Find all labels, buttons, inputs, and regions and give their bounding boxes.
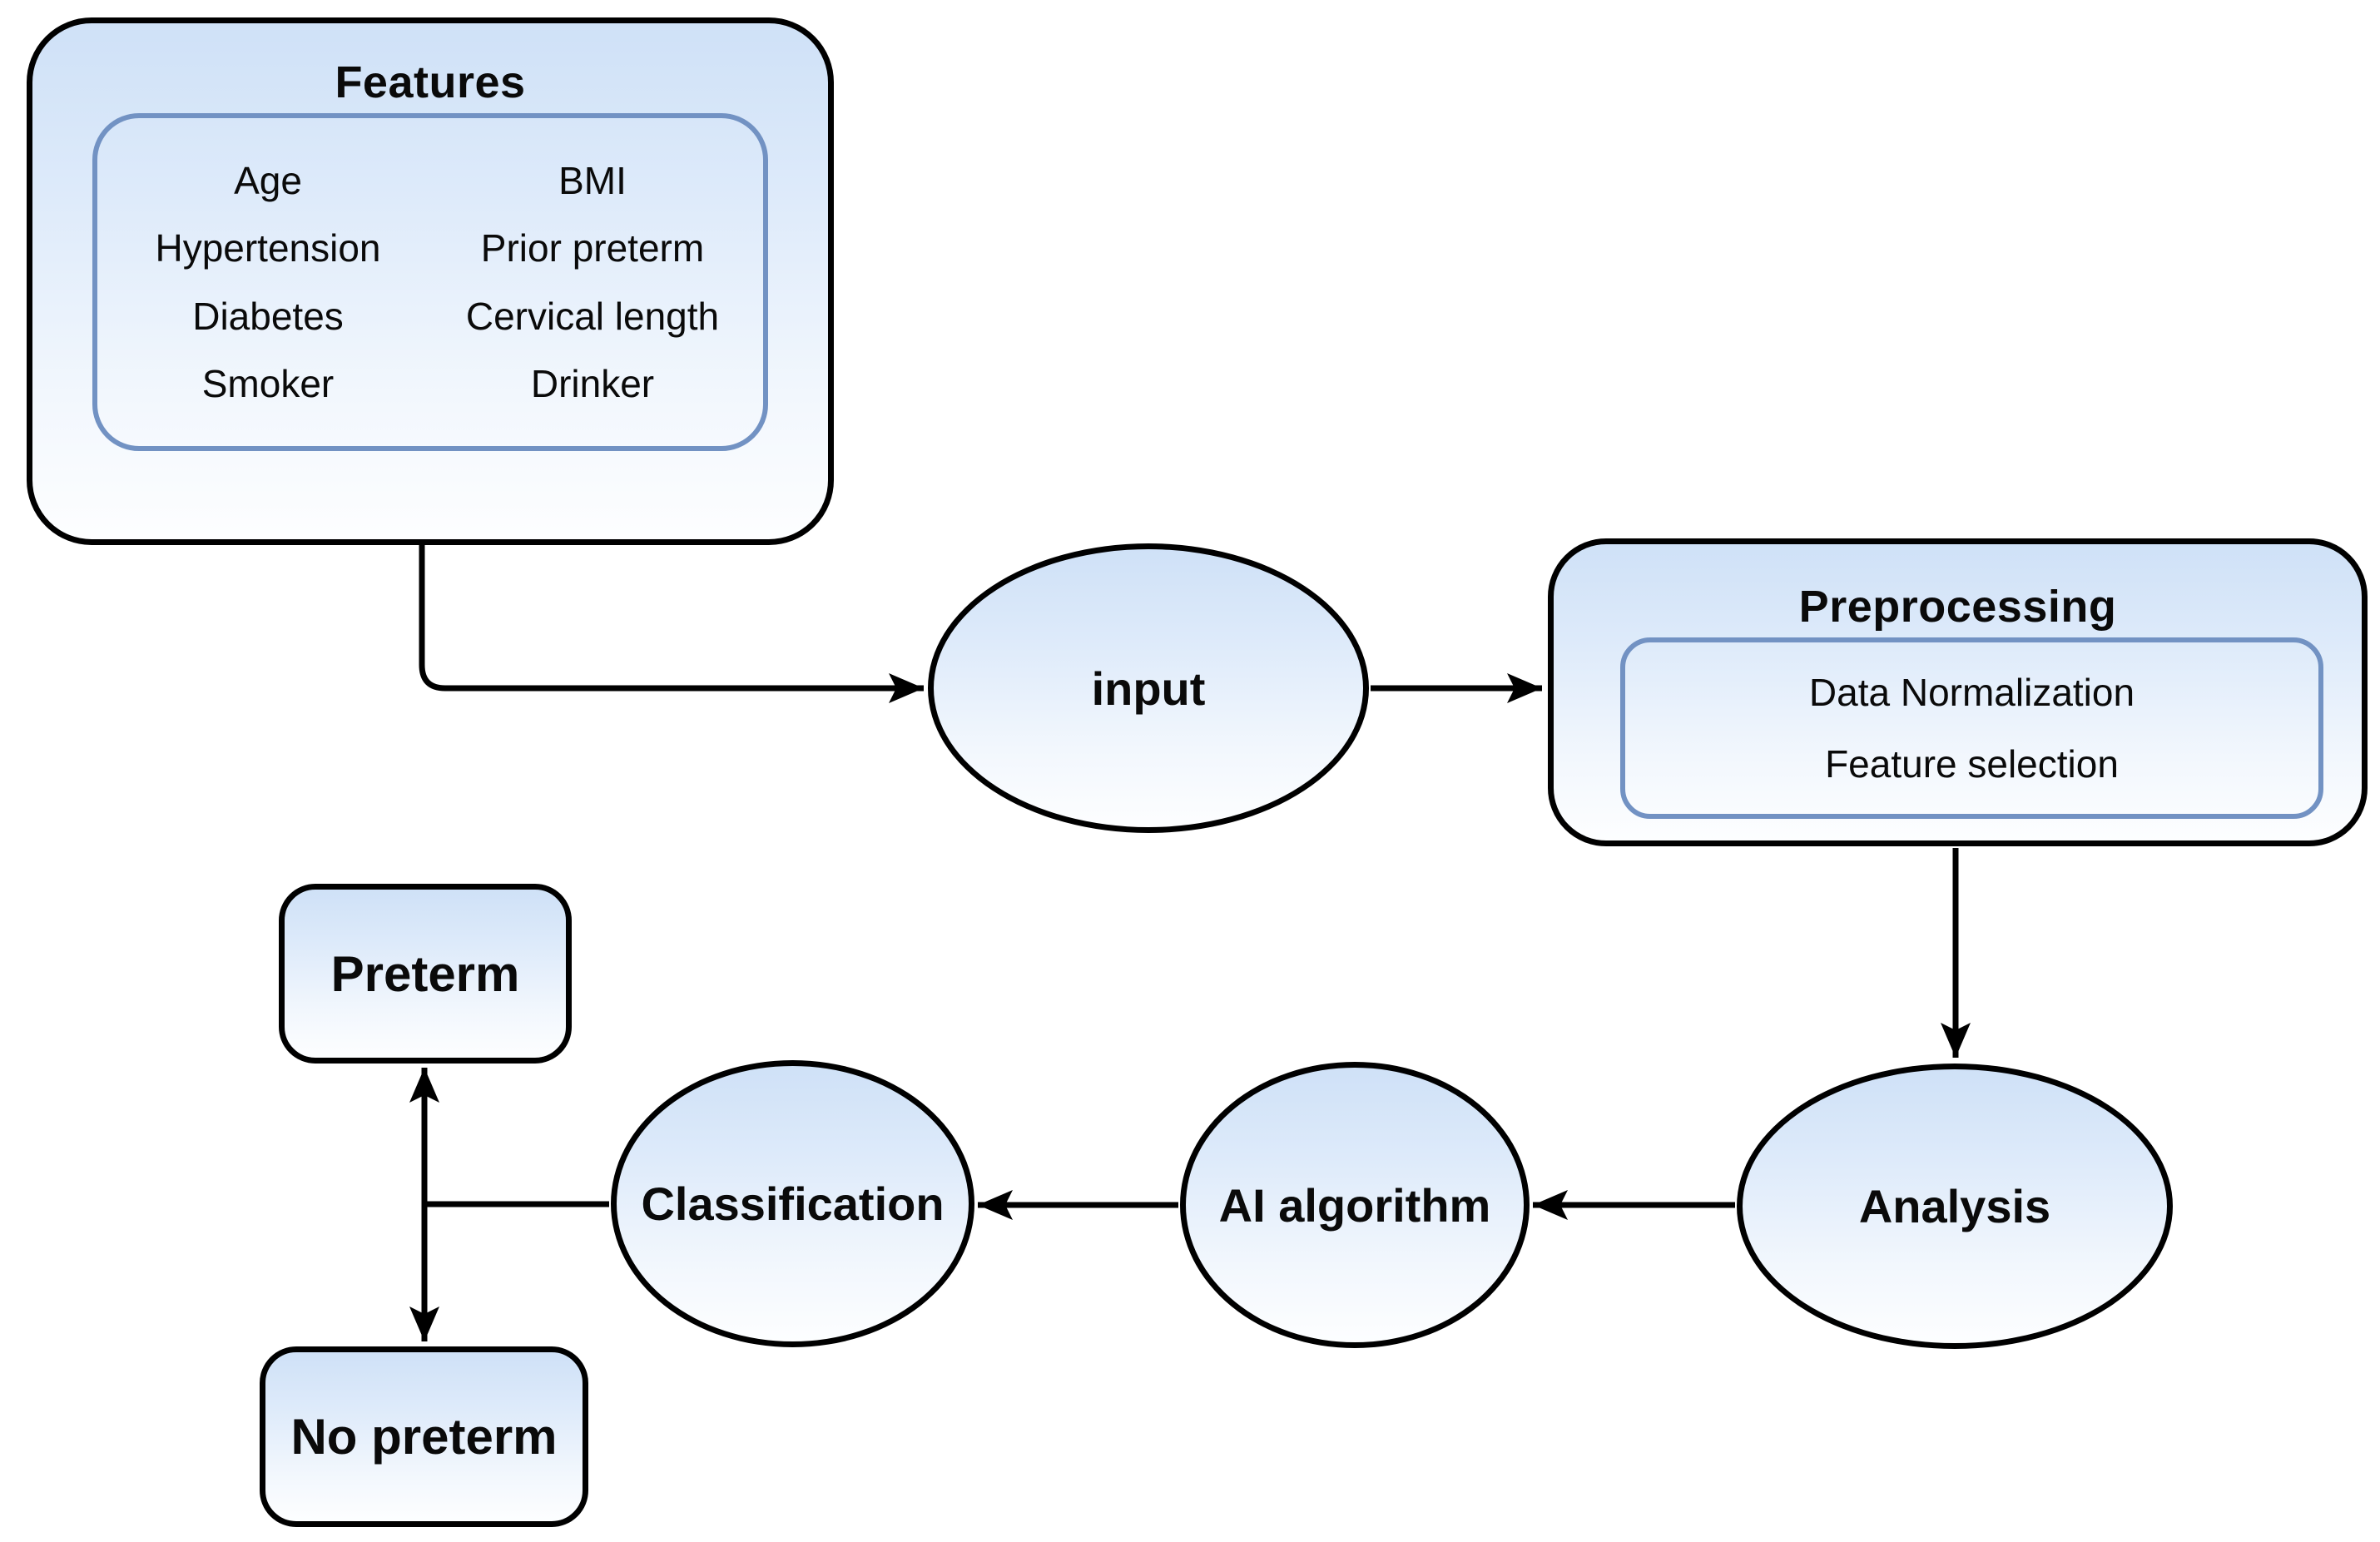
features-title: Features bbox=[335, 57, 526, 107]
no-preterm-label: No preterm bbox=[290, 1409, 558, 1465]
no-preterm-node: No preterm bbox=[260, 1346, 588, 1527]
features-box: Features Age BMI Hypertension Prior pret… bbox=[27, 17, 834, 545]
preterm-node: Preterm bbox=[279, 884, 572, 1064]
input-label: input bbox=[1091, 662, 1206, 715]
preprocessing-box: Preprocessing Data Normalization Feature… bbox=[1548, 538, 2368, 846]
classification-label: Classification bbox=[641, 1178, 945, 1230]
preprocessing-step-feature-selection: Feature selection bbox=[1825, 742, 2119, 786]
feature-item-prior-preterm: Prior preterm bbox=[480, 226, 705, 270]
feature-item-drinker: Drinker bbox=[530, 362, 655, 406]
preprocessing-step-normalization: Data Normalization bbox=[1808, 670, 2135, 714]
feature-item-bmi: BMI bbox=[558, 158, 627, 202]
feature-item-cervical-length: Cervical length bbox=[465, 294, 720, 338]
feature-item-smoker: Smoker bbox=[201, 362, 335, 406]
feature-item-diabetes: Diabetes bbox=[192, 294, 344, 338]
feature-item-age: Age bbox=[234, 158, 302, 202]
feature-item-hypertension: Hypertension bbox=[155, 226, 381, 270]
preprocessing-title: Preprocessing bbox=[1798, 582, 2117, 632]
classification-node: Classification bbox=[611, 1060, 974, 1347]
ai-algorithm-label: AI algorithm bbox=[1218, 1178, 1491, 1232]
features-list: Age BMI Hypertension Prior preterm Diabe… bbox=[92, 113, 768, 451]
analysis-label: Analysis bbox=[1858, 1180, 2051, 1232]
ai-algorithm-node: AI algorithm bbox=[1180, 1062, 1530, 1348]
preterm-label: Preterm bbox=[330, 945, 520, 1002]
analysis-node: Analysis bbox=[1737, 1064, 2173, 1349]
preprocessing-steps: Data Normalization Feature selection bbox=[1620, 637, 2323, 819]
input-node: input bbox=[928, 543, 1369, 833]
arrow-features-to-input bbox=[419, 545, 924, 703]
